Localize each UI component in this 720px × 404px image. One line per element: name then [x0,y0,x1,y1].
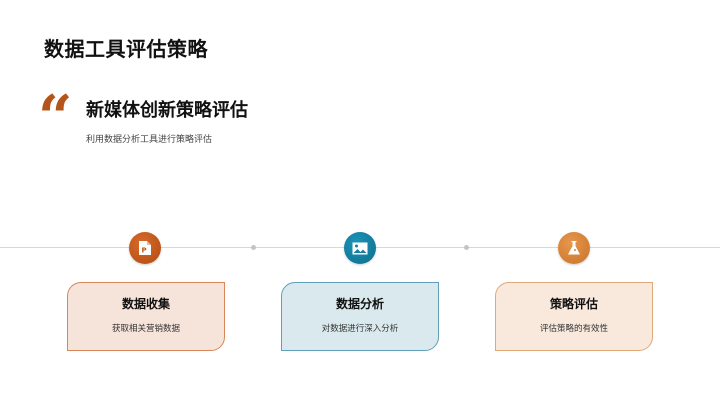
powerpoint-file-icon: P [139,241,151,255]
step-3-node [558,232,590,264]
step-1-node: P [129,232,161,264]
section-subtitle: 新媒体创新策略评估 [86,100,248,121]
flask-icon [568,241,580,255]
image-icon [352,242,368,254]
timeline-dot [464,245,469,250]
step-card-strategy-evaluation: 策略评估 评估策略的有效性 [495,282,653,351]
step-2-node [344,232,376,264]
step-card-data-collection: 数据收集 获取相关营销数据 [67,282,225,351]
step-description: 对数据进行深入分析 [321,324,399,334]
step-title: 策略评估 [549,297,598,311]
step-card-data-analysis: 数据分析 对数据进行深入分析 [281,282,439,351]
timeline-dot [251,245,256,250]
step-title: 数据分析 [335,297,384,311]
step-description: 获取相关营销数据 [111,324,180,334]
quote-mark-icon: “ [38,83,73,153]
svg-text:P: P [142,247,147,255]
page-title: 数据工具评估策略 [44,37,208,61]
step-title: 数据收集 [121,297,170,311]
section-description: 利用数据分析工具进行策略评估 [86,135,213,145]
step-description: 评估策略的有效性 [539,324,608,334]
